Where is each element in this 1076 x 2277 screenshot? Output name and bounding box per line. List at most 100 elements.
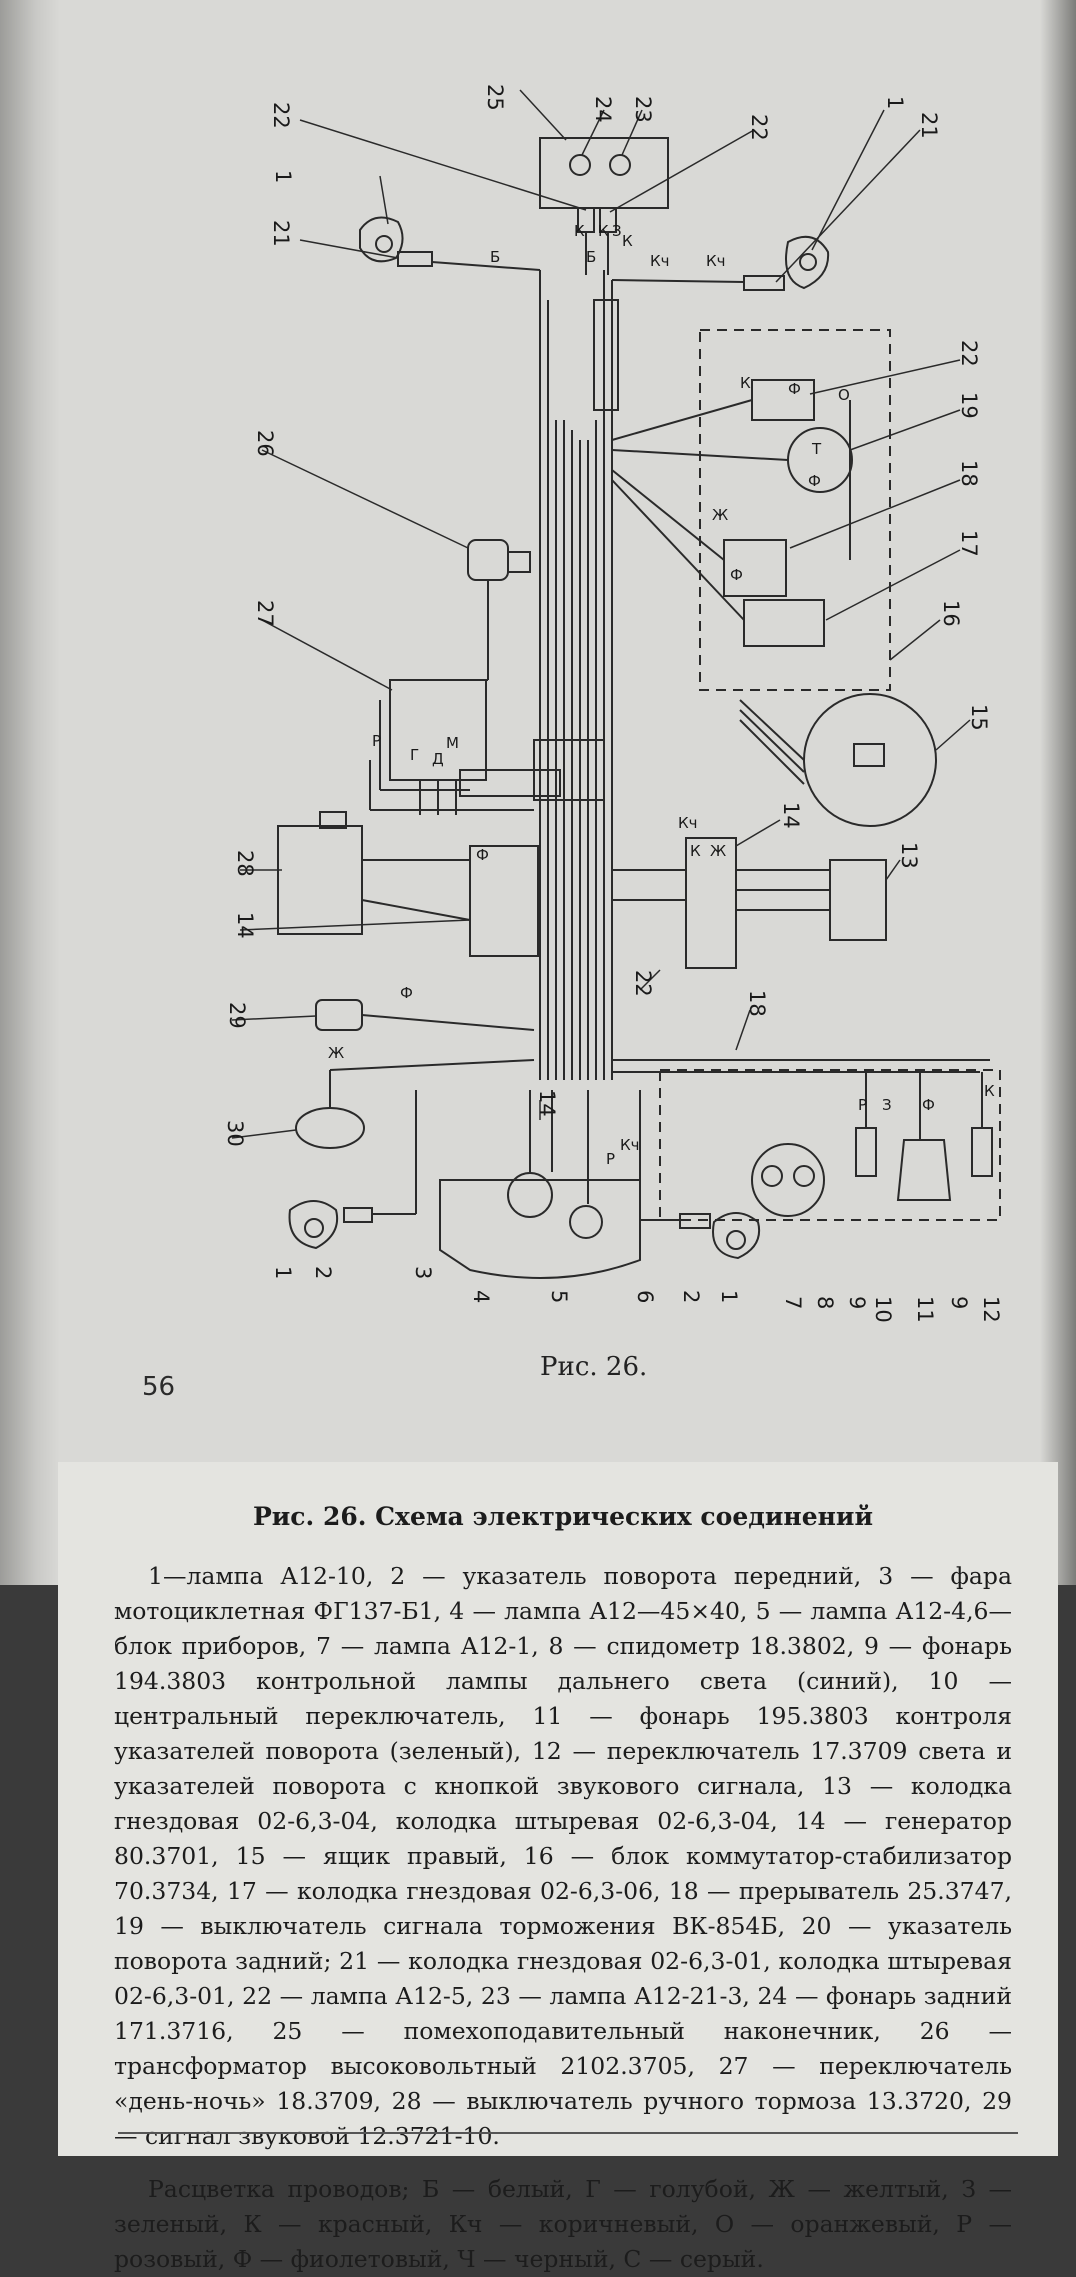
callout-number: 9 (845, 1296, 869, 1309)
wire-color-letter: Д (432, 750, 444, 768)
callout-number: 13 (897, 842, 921, 869)
wire-color-letter: Б (586, 248, 596, 266)
callout-number: 18 (957, 460, 981, 487)
callout-number: 15 (967, 704, 991, 731)
ignition-coil (467, 539, 531, 681)
horn (315, 999, 535, 1031)
callout-number: 8 (813, 1296, 837, 1309)
wire-color-letter: Г (410, 746, 419, 764)
figure-label: Рис. 26. (540, 1352, 648, 1382)
callout-number: 10 (871, 1296, 895, 1323)
callout-number: 9 (947, 1296, 971, 1309)
wire-color-letter: К (740, 374, 751, 392)
callout-number: 19 (957, 392, 981, 419)
callout-number: 3 (411, 1266, 435, 1279)
wire-color-letter: Ф (400, 984, 413, 1002)
callout-numbers: 25 24 23 22 22 1 21 1 21 22 19 18 17 16 … (223, 84, 1003, 1323)
callout-number: 4 (469, 1290, 493, 1303)
wire-color-letter: М (446, 734, 459, 752)
callout-number: 22 (957, 340, 981, 367)
hand-brake-switch (277, 811, 539, 957)
callout-number: 28 (233, 850, 257, 877)
wire-color-letter: Р (372, 732, 381, 750)
callout-number: 25 (483, 84, 507, 111)
caption-title: Рис. 26. Схема электрических соединений (252, 1502, 874, 1531)
page-edge-shadow (1040, 0, 1076, 1585)
rear-turn-indicator-left (359, 216, 541, 271)
wire-color-letter: Ж (710, 842, 726, 860)
caption-legend: 1—лампа А12-10, 2 — указатель поворота п… (114, 1562, 1012, 2150)
figure-caption: Рис. 26. Схема электрических соединений … (58, 1462, 1058, 2273)
wire-color-letter: З (882, 1096, 892, 1114)
callout-number: 21 (917, 112, 941, 139)
wire-color-labels: К К З К Кч Кч Б Б Р Г М Д К Ф О Т Ф Ж Ф … (328, 222, 995, 1168)
callout-number: 27 (253, 600, 277, 627)
wire-color-letter: О (838, 386, 850, 404)
front-turn-indicator-right (639, 1090, 760, 1260)
wire-color-letter: Кч (620, 1136, 640, 1154)
wiring-diagram: 25 24 23 22 22 1 21 1 21 22 19 18 17 16 … (223, 84, 1003, 1323)
wire-color-letter: Т (811, 440, 822, 458)
generator-components (611, 379, 853, 647)
instrument-cluster (612, 1059, 993, 1217)
callout-number: 23 (631, 96, 655, 123)
callout-number: 24 (591, 96, 615, 123)
wire-color-letter: З (612, 222, 622, 240)
callout-number: 5 (547, 1290, 571, 1303)
wire-color-letter: Ж (712, 506, 728, 524)
wire-color-letter: Кч (678, 814, 698, 832)
scanned-book-page: 25 24 23 22 22 1 21 1 21 22 19 18 17 16 … (0, 0, 1076, 1585)
callout-number: 18 (745, 990, 769, 1017)
callout-number: 16 (939, 600, 963, 627)
wire-color-legend: Расцветка проводов; Б — белый, Г — голуб… (114, 2175, 1012, 2273)
callout-number: 1 (271, 170, 295, 183)
callout-number: 21 (269, 220, 293, 247)
wire-color-letter: Кч (650, 252, 670, 270)
callout-number: 7 (781, 1296, 805, 1309)
wire-color-letter: Р (858, 1096, 867, 1114)
wire-color-letter: Б (490, 248, 500, 266)
wire-color-letter: К (598, 222, 609, 240)
wire-color-letter: К (984, 1082, 995, 1100)
wire-color-letter: К (622, 232, 633, 250)
connector-block-right (612, 837, 887, 969)
front-turn-indicator-left (288, 1090, 417, 1250)
generator-box (699, 329, 891, 691)
callout-number: 2 (311, 1266, 335, 1279)
wire-color-letter: Кч (706, 252, 726, 270)
callout-number: 22 (269, 102, 293, 129)
callout-number: 14 (233, 912, 257, 939)
callout-number: 22 (631, 970, 655, 997)
callout-number: 6 (633, 1290, 657, 1303)
callout-number: 22 (747, 114, 771, 141)
instrument-cluster-box (659, 1069, 1001, 1221)
callout-number: 11 (913, 1296, 937, 1323)
wire-color-letter: Ф (476, 846, 489, 864)
callout-number: 1 (883, 96, 907, 109)
wire-color-letter: Ф (808, 472, 821, 490)
rear-turn-indicator-right (611, 235, 830, 291)
brake-light-switch (295, 1059, 535, 1149)
callout-number: 29 (225, 1002, 249, 1029)
callout-number: 14 (535, 1090, 559, 1117)
wire-color-letter: Ф (922, 1096, 935, 1114)
callout-number: 17 (957, 530, 981, 557)
wire-color-letter: Р (606, 1150, 615, 1168)
caption-divider (118, 2132, 1018, 2134)
wire-color-letter: Ф (730, 566, 743, 584)
wire-color-letter: К (690, 842, 701, 860)
binding-shadow (0, 0, 60, 1585)
callout-number: 1 (271, 1266, 295, 1279)
callout-number: 1 (717, 1290, 741, 1303)
headlamp (439, 1090, 641, 1279)
callout-number: 12 (979, 1296, 1003, 1323)
tail-light-block (539, 137, 669, 275)
callout-number: 30 (223, 1120, 247, 1147)
wire-color-letter: Ф (788, 380, 801, 398)
wire-color-letter: К (574, 222, 585, 240)
callout-number: 26 (253, 430, 277, 457)
main-harness (459, 270, 619, 1080)
callout-number: 2 (679, 1290, 703, 1303)
callout-number: 14 (779, 802, 803, 829)
page-number: 56 (142, 1372, 176, 1402)
